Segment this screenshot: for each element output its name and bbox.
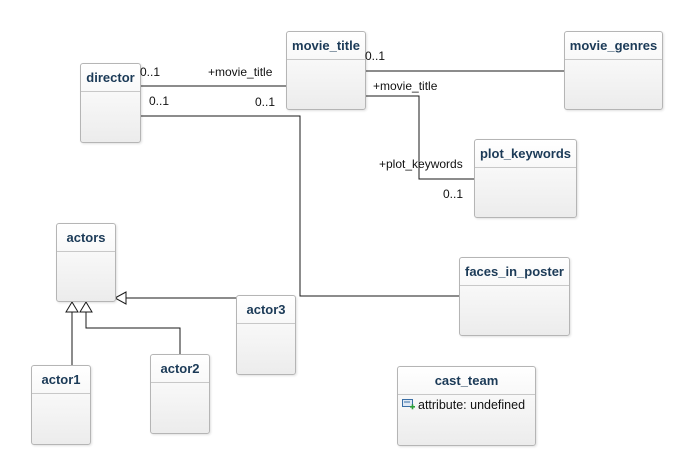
attribute-add-icon [402,399,415,410]
plot-keywords-multiplicity: 0..1 [443,187,464,201]
movie-genres-multiplicity: 0..1 [365,49,386,63]
class-director-name: director [81,64,140,92]
class-actors-name: actors [57,224,115,252]
actor2-generalization-arrow [79,301,93,313]
class-faces-in-poster-name: faces_in_poster [460,258,569,286]
class-director[interactable]: director [80,63,141,143]
class-actor3-name: actor3 [237,296,295,324]
class-actors[interactable]: actors [56,223,116,302]
director-movie-role: +movie_title [208,65,273,79]
class-cast-team-attribute[interactable]: attribute: undefined [398,395,535,412]
director-faces-association [141,115,459,297]
class-actor2[interactable]: actor2 [150,354,210,434]
director-faces-multiplicity: 0..1 [149,94,170,108]
plot-keywords-role: +plot_keywords [379,157,463,171]
class-actor1[interactable]: actor1 [31,365,91,445]
class-cast-team-attribute-text: attribute: undefined [418,398,526,412]
class-cast-team-name: cast_team [398,367,535,395]
class-movie-genres[interactable]: movie_genres [564,31,663,110]
class-movie-genres-name: movie_genres [565,32,662,60]
actor2-generalization [85,312,181,354]
faces-director-multiplicity: 0..1 [255,95,276,109]
class-plot-keywords[interactable]: plot_keywords [474,139,577,218]
director-movie-multiplicity: 0..1 [140,65,161,79]
class-plot-keywords-name: plot_keywords [475,140,576,168]
movie-plot-keywords-association [366,95,474,180]
class-movie-title[interactable]: movie_title [286,31,366,110]
class-movie-title-name: movie_title [287,32,365,60]
class-cast-team[interactable]: cast_team attribute: undefined [397,366,536,446]
actor3-generalization-arrow [113,291,127,305]
class-actor1-name: actor1 [32,366,90,394]
genres-movie-role: +movie_title [373,79,438,93]
class-actor3[interactable]: actor3 [236,295,296,375]
actor1-generalization-arrow [65,301,79,313]
class-faces-in-poster[interactable]: faces_in_poster [459,257,570,336]
class-actor2-name: actor2 [151,355,209,383]
